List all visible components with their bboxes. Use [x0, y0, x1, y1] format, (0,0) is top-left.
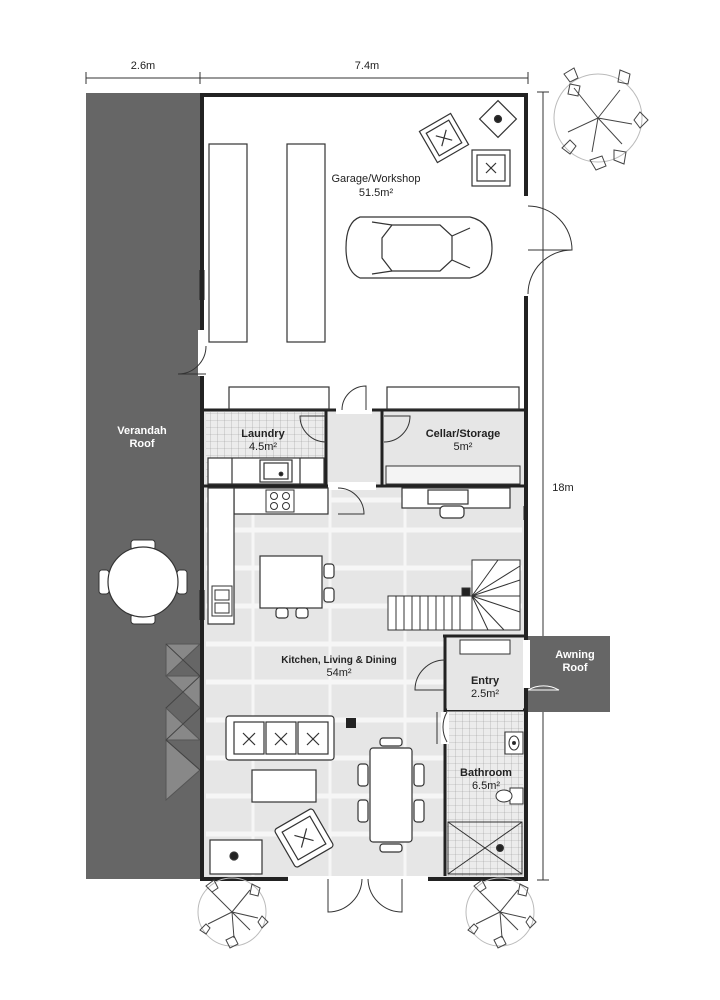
laundry-door	[299, 415, 327, 443]
verandah-label-line2: Roof	[129, 438, 154, 450]
cellar-label: Cellar/Storage	[426, 428, 501, 440]
cellar-door	[383, 415, 411, 443]
stove-icon	[346, 718, 356, 728]
awning-label-line2: Roof	[562, 662, 587, 674]
tree-icon-bottom-left	[197, 877, 269, 949]
tree-icon-bottom-right	[465, 877, 537, 949]
entry-area: 2.5m²	[471, 688, 499, 700]
dim-house-length: 18m	[552, 482, 573, 494]
cellar-shelf	[385, 465, 521, 485]
dim-house-width: 7.4m	[355, 60, 379, 72]
entry-label: Entry	[471, 675, 500, 687]
coffee-table	[251, 769, 317, 803]
garage-side-door	[177, 205, 573, 411]
dimension-lines	[85, 72, 549, 881]
living-armchair	[274, 808, 334, 868]
sofa	[225, 715, 335, 761]
awning-roof	[528, 636, 610, 712]
car-icon	[345, 216, 493, 279]
openings	[198, 196, 530, 882]
dim-verandah-width: 2.6m	[131, 60, 155, 72]
entry-bench	[459, 639, 511, 655]
desk-with-chair	[427, 489, 469, 519]
hall-door	[337, 487, 365, 515]
windows	[199, 196, 525, 620]
kitchen-island	[259, 555, 335, 619]
tree-icon-top-right	[553, 67, 649, 171]
bathroom-label: Bathroom	[460, 767, 512, 779]
front-double-doors	[327, 878, 403, 913]
interior-doors	[414, 659, 448, 744]
garage-benches	[208, 143, 520, 410]
garage-armchairs	[418, 99, 518, 187]
living-area: 54m²	[326, 667, 351, 679]
verandah-roof	[86, 93, 200, 879]
laundry-label: Laundry	[241, 428, 285, 440]
kitchen-sink-icon	[211, 585, 233, 617]
garage-label: Garage/Workshop	[331, 173, 420, 185]
bathroom-fixtures	[447, 731, 524, 875]
dining-table	[357, 737, 425, 853]
living-label: Kitchen, Living & Dining	[281, 655, 397, 666]
laundry-area: 4.5m²	[249, 441, 277, 453]
verandah-label-line1: Verandah	[117, 425, 167, 437]
bathroom-area: 6.5m²	[472, 780, 500, 792]
bifold-doors	[164, 643, 202, 802]
garage-area: 51.5m²	[359, 187, 394, 199]
awning-label-line1: Awning	[555, 649, 595, 661]
outdoor-table	[98, 539, 188, 625]
tv-cabinet	[209, 839, 263, 875]
laundry-fixtures	[207, 457, 325, 485]
staircase	[387, 559, 521, 631]
cooktop-icon	[265, 489, 295, 513]
cellar-area: 5m²	[454, 441, 473, 453]
